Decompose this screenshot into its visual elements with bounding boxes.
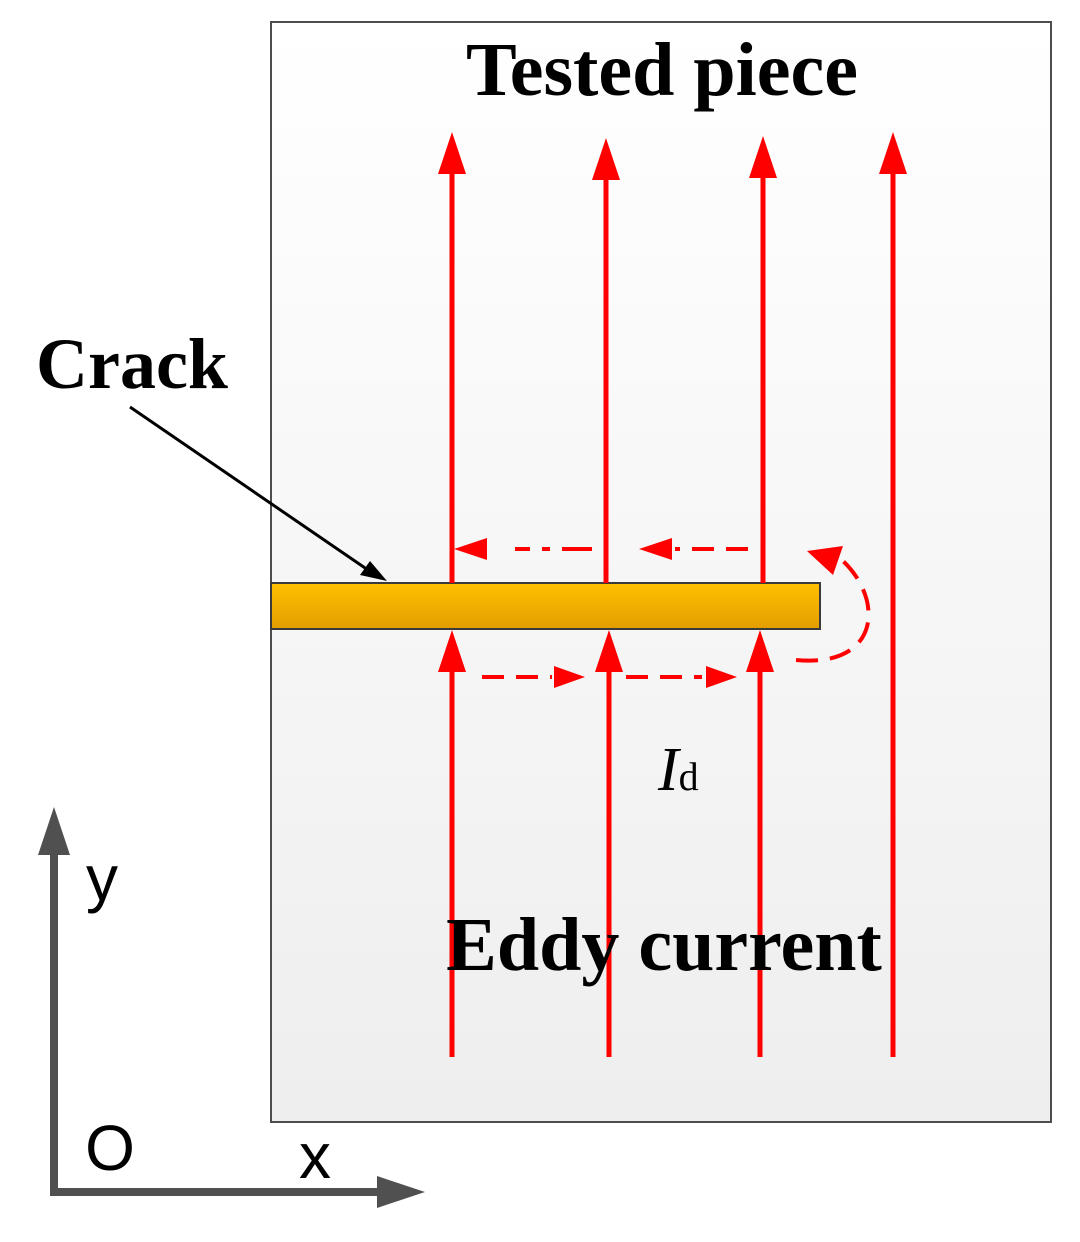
crack-pointer-arrow [129, 405, 387, 581]
y-axis-label: y [86, 842, 118, 914]
x-axis-label: x [299, 1120, 331, 1192]
tested-piece-title: Tested piece [466, 28, 858, 112]
x-axis-arrowhead [377, 1176, 425, 1208]
eddy-arrowhead-2-upper [592, 138, 620, 180]
y-axis-arrowhead [38, 807, 70, 855]
eddy-current-label: Eddy current [446, 903, 882, 987]
eddy-current-line-4 [879, 132, 907, 1057]
tested-piece [270, 21, 1052, 1123]
disturbed-current-path [454, 538, 871, 688]
eddy-current-lines-upper [438, 132, 777, 583]
eddy-arrowhead-2-lower [595, 630, 623, 672]
eddy-arrowhead-3-upper [749, 136, 777, 178]
eddy-arrowhead-3-lower [746, 630, 774, 672]
eddy-arrowhead-1-upper [438, 132, 466, 174]
crack [270, 582, 821, 630]
eddy-arrowhead-4 [879, 132, 907, 174]
crack-label: Crack [36, 324, 228, 404]
disturbed-current-label: Id [657, 736, 699, 804]
coordinate-axes [38, 807, 425, 1208]
eddy-arrowhead-1-lower [438, 630, 466, 672]
origin-label: O [85, 1112, 135, 1184]
eddy-current-lines-lower [438, 630, 774, 1057]
